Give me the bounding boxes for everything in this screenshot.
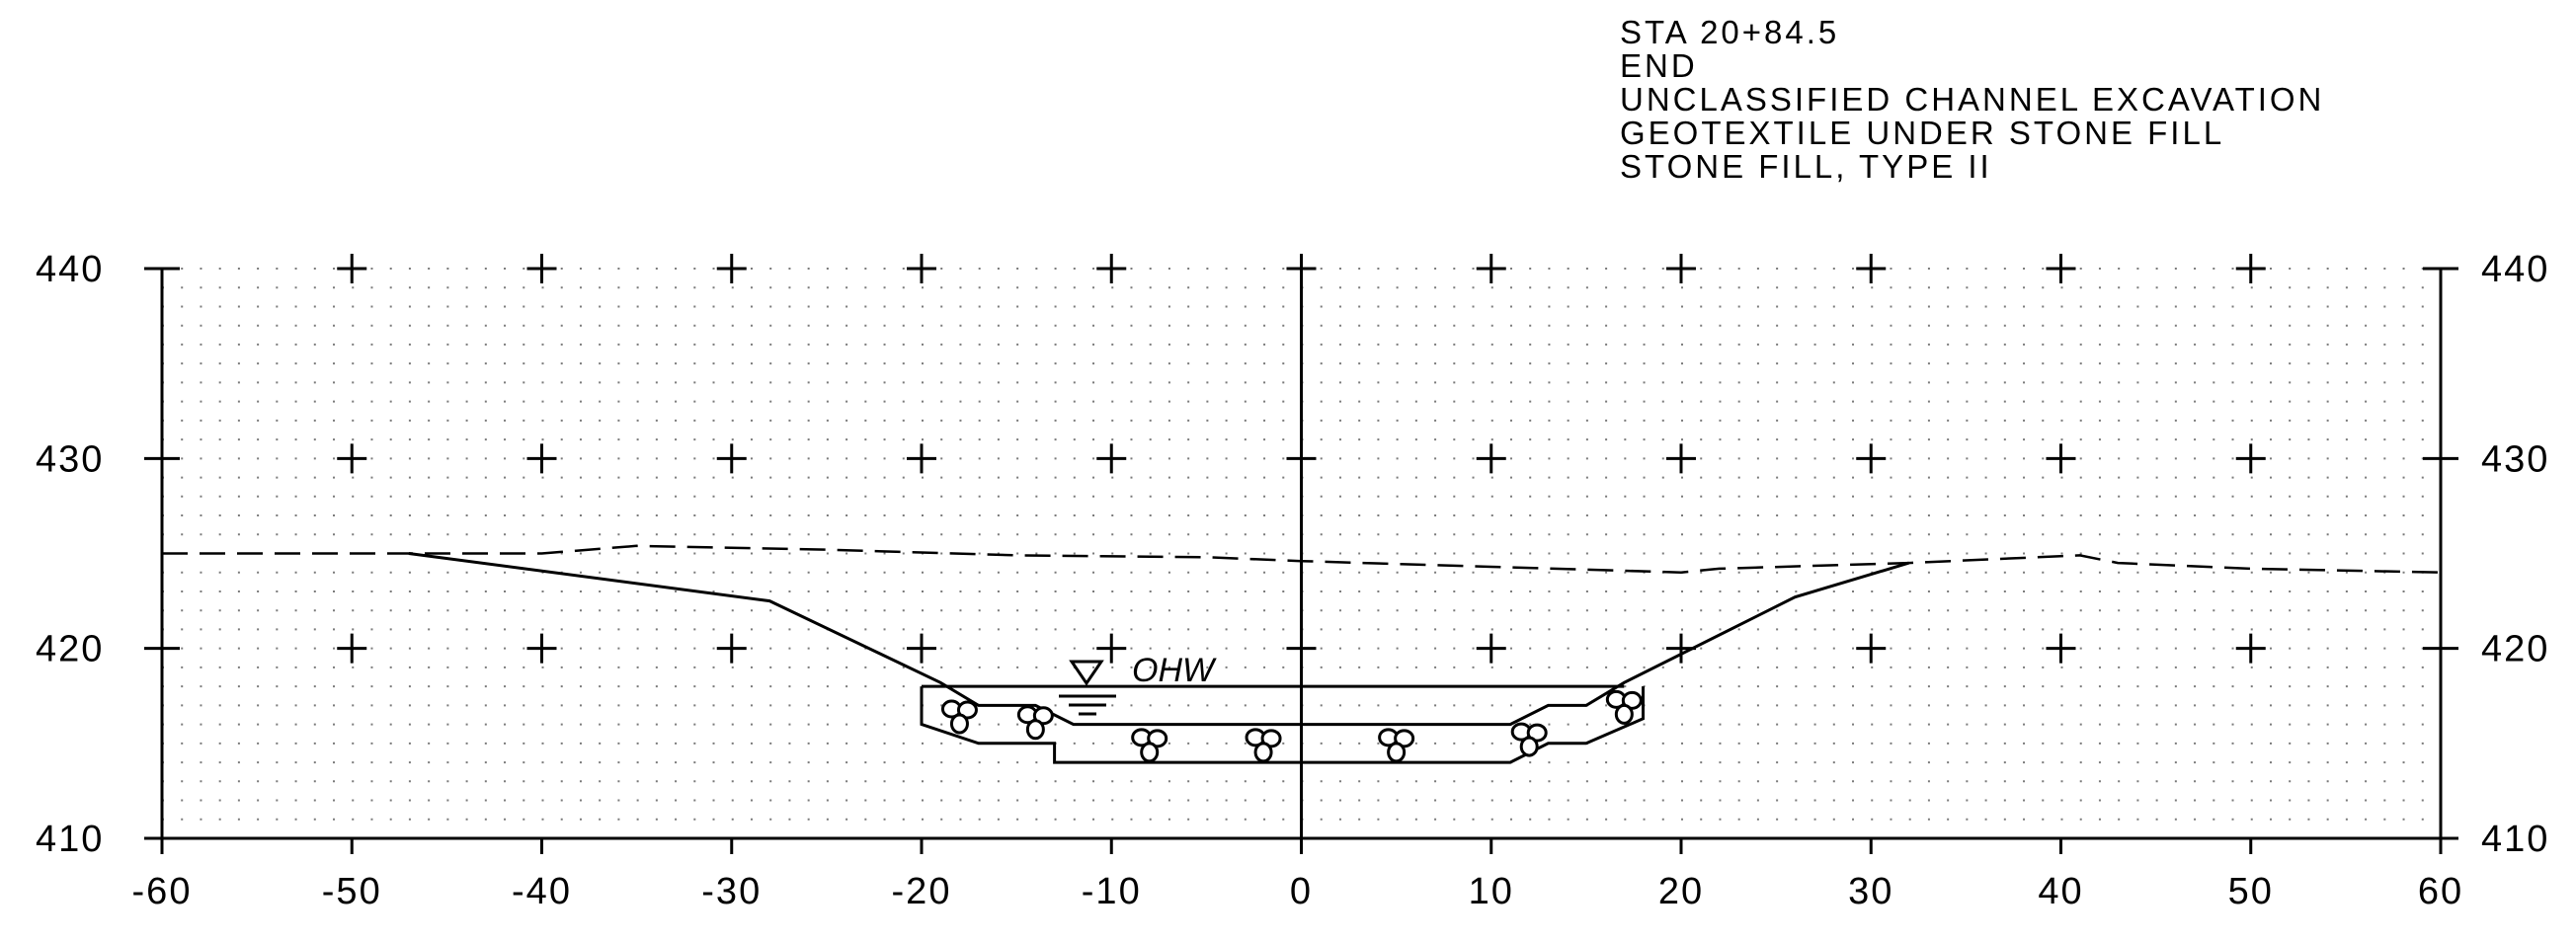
x-tick-label: -50 [322,871,382,912]
y-tick-label-left: 430 [36,438,104,480]
stone-circle [1032,706,1054,726]
stone-circle [1519,736,1539,757]
end-label: END [1620,47,1698,84]
x-tick-label: 60 [2418,871,2463,912]
grid-cross [907,443,936,474]
grid-cross [1856,633,1887,664]
grid-cross [907,254,936,283]
x-tick-label: 30 [1848,871,1893,912]
water-surface-triangle-icon [1069,660,1104,686]
stone-circle [1147,729,1168,748]
grid-cross [1666,443,1696,474]
y-tick-label-left: 440 [36,249,104,290]
stone-circle [949,713,969,735]
grid-cross [1096,254,1127,283]
x-tick-label: -10 [1082,871,1142,912]
grid-cross [1856,254,1887,283]
grid-crosses [337,254,2266,664]
y-axis-left-ticks: 440 430 420 410 [36,249,180,860]
x-tick-label: 10 [1469,871,1514,912]
station-label: STA 20+84.5 [1620,14,1840,50]
grid-cross [716,443,747,474]
grid-cross [526,443,557,474]
grid-cross [2046,254,2076,283]
stone-fill-label: STONE FILL, TYPE II [1620,148,1992,185]
grid-cross [1096,633,1127,664]
x-axis-ticks: -60 -50 -40 -30 -20 -10 0 10 20 30 40 50 60 [132,838,2463,912]
x-tick-label: 0 [1290,871,1313,912]
title-block: STA 20+84.5 END UNCLASSIFIED CHANNEL EXC… [1620,16,2324,184]
stone-circle [1614,703,1634,725]
excavation-label: UNCLASSIFIED CHANNEL EXCAVATION [1620,81,2325,118]
stone-circle [1526,723,1548,743]
grid-cross [2235,633,2266,664]
x-tick-label: 20 [1658,871,1704,912]
grid-cross [337,254,367,283]
stone-icon [1016,705,1054,741]
grid-cross [1476,443,1506,474]
x-tick-label: -60 [132,871,193,912]
stone-circle [1394,729,1415,748]
stone-circle [1253,742,1273,763]
stone-icon [1245,728,1282,763]
x-tick-label: 50 [2228,871,2274,912]
profiles [162,544,2442,764]
y-tick-label-right: 430 [2481,438,2549,480]
stone-icon [1510,722,1548,757]
y-tick-label-left: 420 [36,629,104,670]
y-tick-label-left: 410 [36,819,104,860]
grid-cross [526,254,557,283]
y-tick-label-right: 440 [2481,249,2549,290]
x-tick-label: 40 [2038,871,2083,912]
stone-circle [1260,729,1282,748]
y-axis-right-ticks: 440 430 420 410 [2423,249,2549,860]
stone-circle [1025,719,1045,741]
y-tick-label-right: 420 [2481,629,2549,670]
grid-cross [907,633,936,664]
ohw-marker: OHW [1059,652,1217,716]
grid-cross [1096,443,1127,474]
grid-cross [526,633,557,664]
stone-icon [1131,728,1168,763]
stone-icon [1378,728,1415,763]
grid-cross [716,633,747,664]
stone-circle [956,700,978,720]
x-tick-label: -30 [701,871,762,912]
stone-fill-symbols [940,689,1643,763]
stone-icon [1605,689,1643,725]
stone-circle [1140,742,1160,763]
y-tick-label-right: 410 [2481,819,2549,860]
grid-cross [2046,443,2076,474]
grid-cross [337,633,367,664]
stone-circle [1621,690,1643,710]
x-tick-label: -40 [512,871,572,912]
proposed-section-line [408,552,1910,727]
grid-cross [1476,254,1506,283]
geotextile-label: GEOTEXTILE UNDER STONE FILL [1620,115,2225,151]
ohw-label: OHW [1132,652,1217,689]
grid-cross [716,254,747,283]
x-tick-label: -20 [892,871,952,912]
grid-cross [1856,443,1887,474]
stone-circle [1387,742,1407,763]
existing-ground-line [162,544,2442,574]
grid-cross [2235,443,2266,474]
stone-icon [940,699,978,735]
grid-cross [337,443,367,474]
grid-cross [2235,254,2266,283]
grid-cross [1666,254,1696,283]
stone-fill-outline [920,686,1645,764]
grid-cross [2046,633,2076,664]
grid-cross [1476,633,1506,664]
